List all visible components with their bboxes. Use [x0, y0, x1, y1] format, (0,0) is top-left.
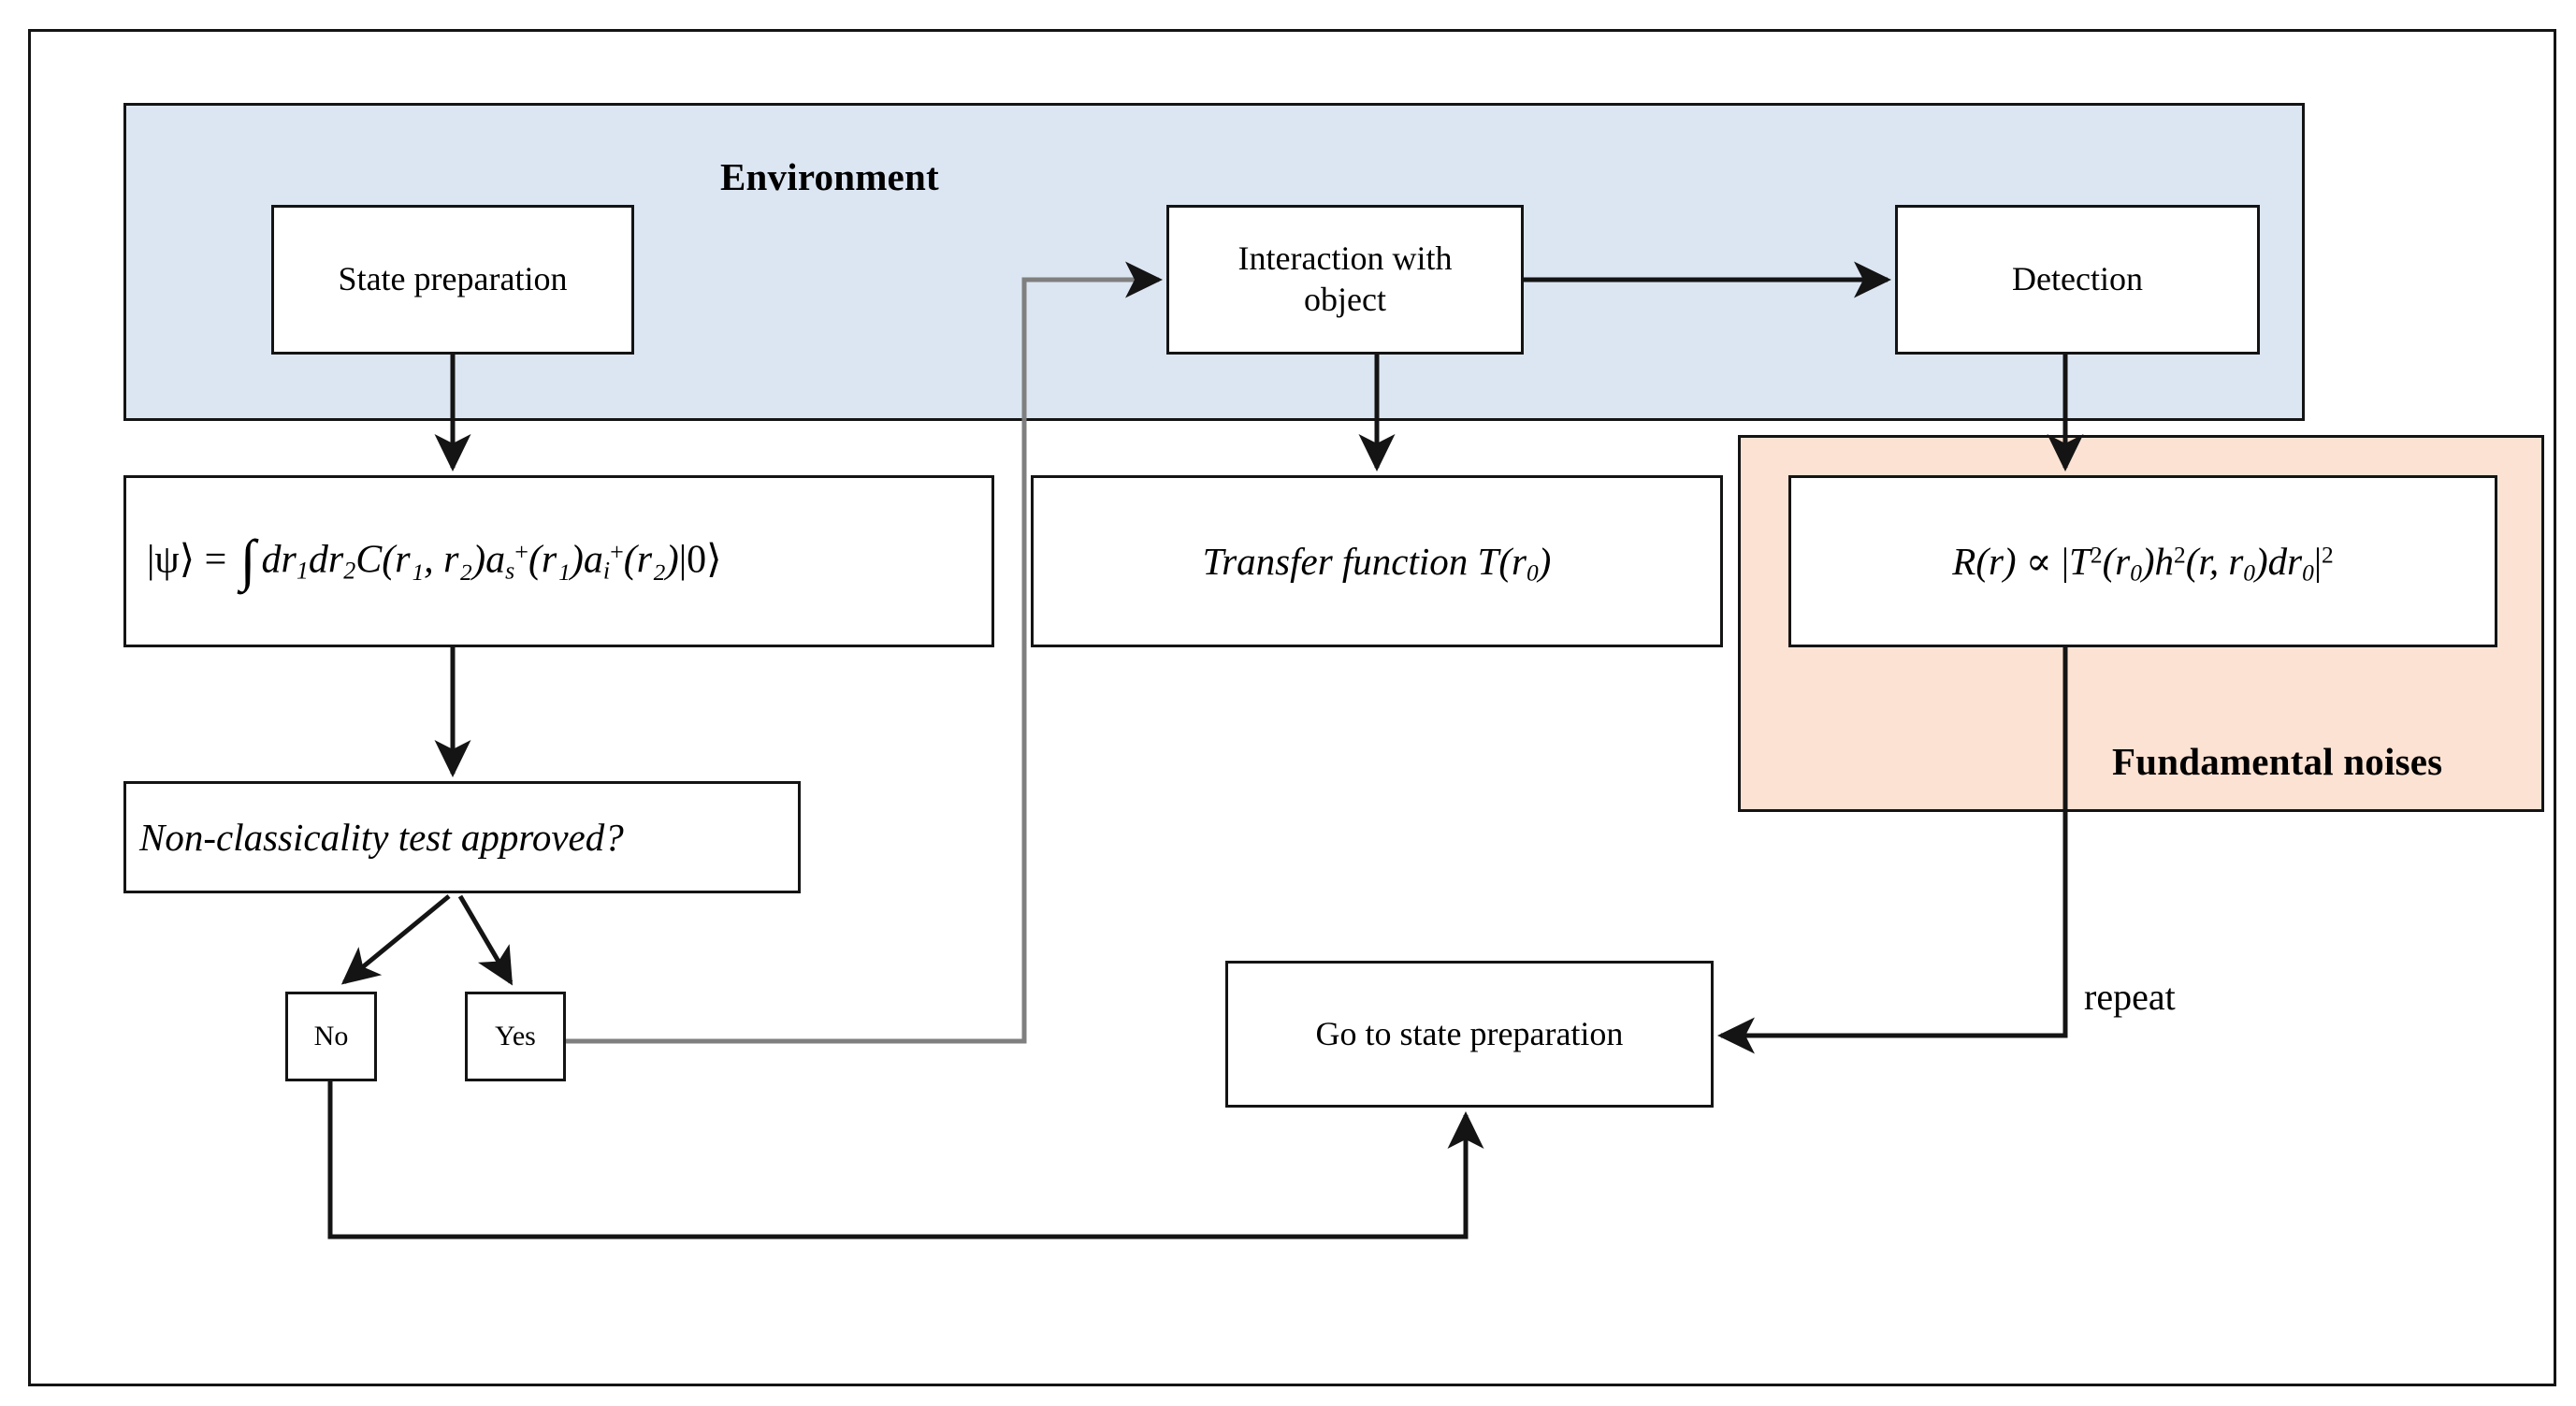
transfer-arg-sub: 0 [1526, 559, 1539, 587]
response-h-arg: (r, r [2185, 539, 2244, 583]
node-no[interactable]: No [285, 992, 377, 1081]
node-nonclassicality-test[interactable]: Non-classicality test approved? [123, 781, 801, 893]
response-R: R [1952, 539, 1976, 583]
psi-a-signal-sub: s [505, 557, 515, 585]
integral-sign: ∫ [239, 529, 256, 592]
psi-measure-1-sub: 1 [296, 557, 309, 585]
node-yes[interactable]: Yes [465, 992, 566, 1081]
transfer-function-text: Transfer function [1202, 539, 1469, 583]
environment-region-label: Environment [720, 155, 939, 198]
response-bar-right: | [2313, 539, 2323, 583]
psi-a-idler: a [583, 538, 603, 582]
psi-equation: |ψ⟩ = ∫dr1dr2C(r₁, r₂)as+(r₁)ai+(r₂)|0⟩ [147, 527, 722, 596]
response-equation: R(r) ∝ |T2(r0)h2(r, r0)dr0|2 [1952, 538, 2333, 585]
transfer-arg-open: ( [1498, 539, 1512, 583]
node-go-to-state-preparation[interactable]: Go to state preparation [1225, 961, 1714, 1108]
proportional-icon: ∝ [2025, 539, 2052, 583]
node-interaction-label-line2: object [1304, 281, 1386, 318]
node-psi-state-equation[interactable]: |ψ⟩ = ∫dr1dr2C(r₁, r₂)as+(r₁)ai+(r₂)|0⟩ [123, 475, 994, 647]
response-h-arg-sub: 0 [2243, 559, 2255, 587]
psi-measure-1: dr [261, 538, 297, 582]
psi-a-signal-dagger: + [514, 538, 528, 566]
response-outer-exponent: 2 [2322, 542, 2334, 569]
edge-label-repeat: repeat [2084, 976, 2176, 1018]
fundamental-noises-region-label: Fundamental noises [2112, 740, 2443, 783]
transfer-arg-close: ) [1538, 539, 1552, 583]
response-T-arg-close: ) [2141, 539, 2155, 583]
response-h-arg-close: ) [2254, 539, 2268, 583]
response-T-arg-open: ( [2102, 539, 2116, 583]
node-interaction-label-line1: Interaction with [1237, 239, 1453, 278]
node-state-preparation-label: State preparation [338, 260, 568, 298]
response-T-arg-r: r [2115, 539, 2131, 583]
node-state-preparation[interactable]: State preparation [271, 205, 634, 355]
psi-lhs: |ψ⟩ [147, 538, 195, 582]
psi-C-args: (r₁, r₂) [382, 538, 486, 582]
node-interaction-label: Interaction with object [1238, 239, 1453, 321]
transfer-arg-r: r [1512, 539, 1527, 583]
response-R-arg: (r) [1975, 539, 2017, 583]
node-no-label: No [313, 1020, 349, 1051]
psi-a-signal-arg: (r₁) [528, 538, 584, 582]
psi-vacuum: |0⟩ [678, 538, 722, 582]
transfer-function-T: T [1477, 539, 1499, 583]
node-response-equation[interactable]: R(r) ∝ |T2(r0)h2(r, r0)dr0|2 [1788, 475, 2497, 647]
node-go-to-state-preparation-label: Go to state preparation [1315, 1014, 1624, 1052]
node-transfer-function[interactable]: Transfer function T(r0) [1031, 475, 1723, 647]
psi-measure-2-sub: 2 [343, 557, 356, 585]
psi-equals: = [204, 538, 227, 582]
transfer-function-equation: Transfer function T(r0) [1203, 538, 1552, 585]
psi-coefficient-C: C [355, 538, 383, 582]
response-dr: dr [2267, 539, 2303, 583]
response-T: T [2069, 539, 2091, 583]
node-interaction-with-object[interactable]: Interaction with object [1166, 205, 1524, 355]
response-dr-sub: 0 [2302, 559, 2314, 587]
psi-a-idler-sub: i [602, 557, 611, 585]
response-h-exponent: 2 [2174, 542, 2186, 569]
psi-measure-2: dr [308, 538, 344, 582]
response-T-arg-sub: 0 [2130, 559, 2142, 587]
node-detection-label: Detection [2012, 260, 2143, 298]
response-bar-left: | [2061, 539, 2070, 583]
psi-a-idler-dagger: + [610, 538, 624, 566]
node-detection[interactable]: Detection [1895, 205, 2260, 355]
psi-a-signal: a [485, 538, 506, 582]
node-yes-label: Yes [495, 1020, 536, 1051]
psi-a-idler-arg: (r₂) [623, 538, 679, 582]
node-nonclassicality-test-label: Non-classicality test approved? [139, 815, 624, 859]
response-T-exponent: 2 [2090, 542, 2103, 569]
response-h: h [2154, 539, 2175, 583]
